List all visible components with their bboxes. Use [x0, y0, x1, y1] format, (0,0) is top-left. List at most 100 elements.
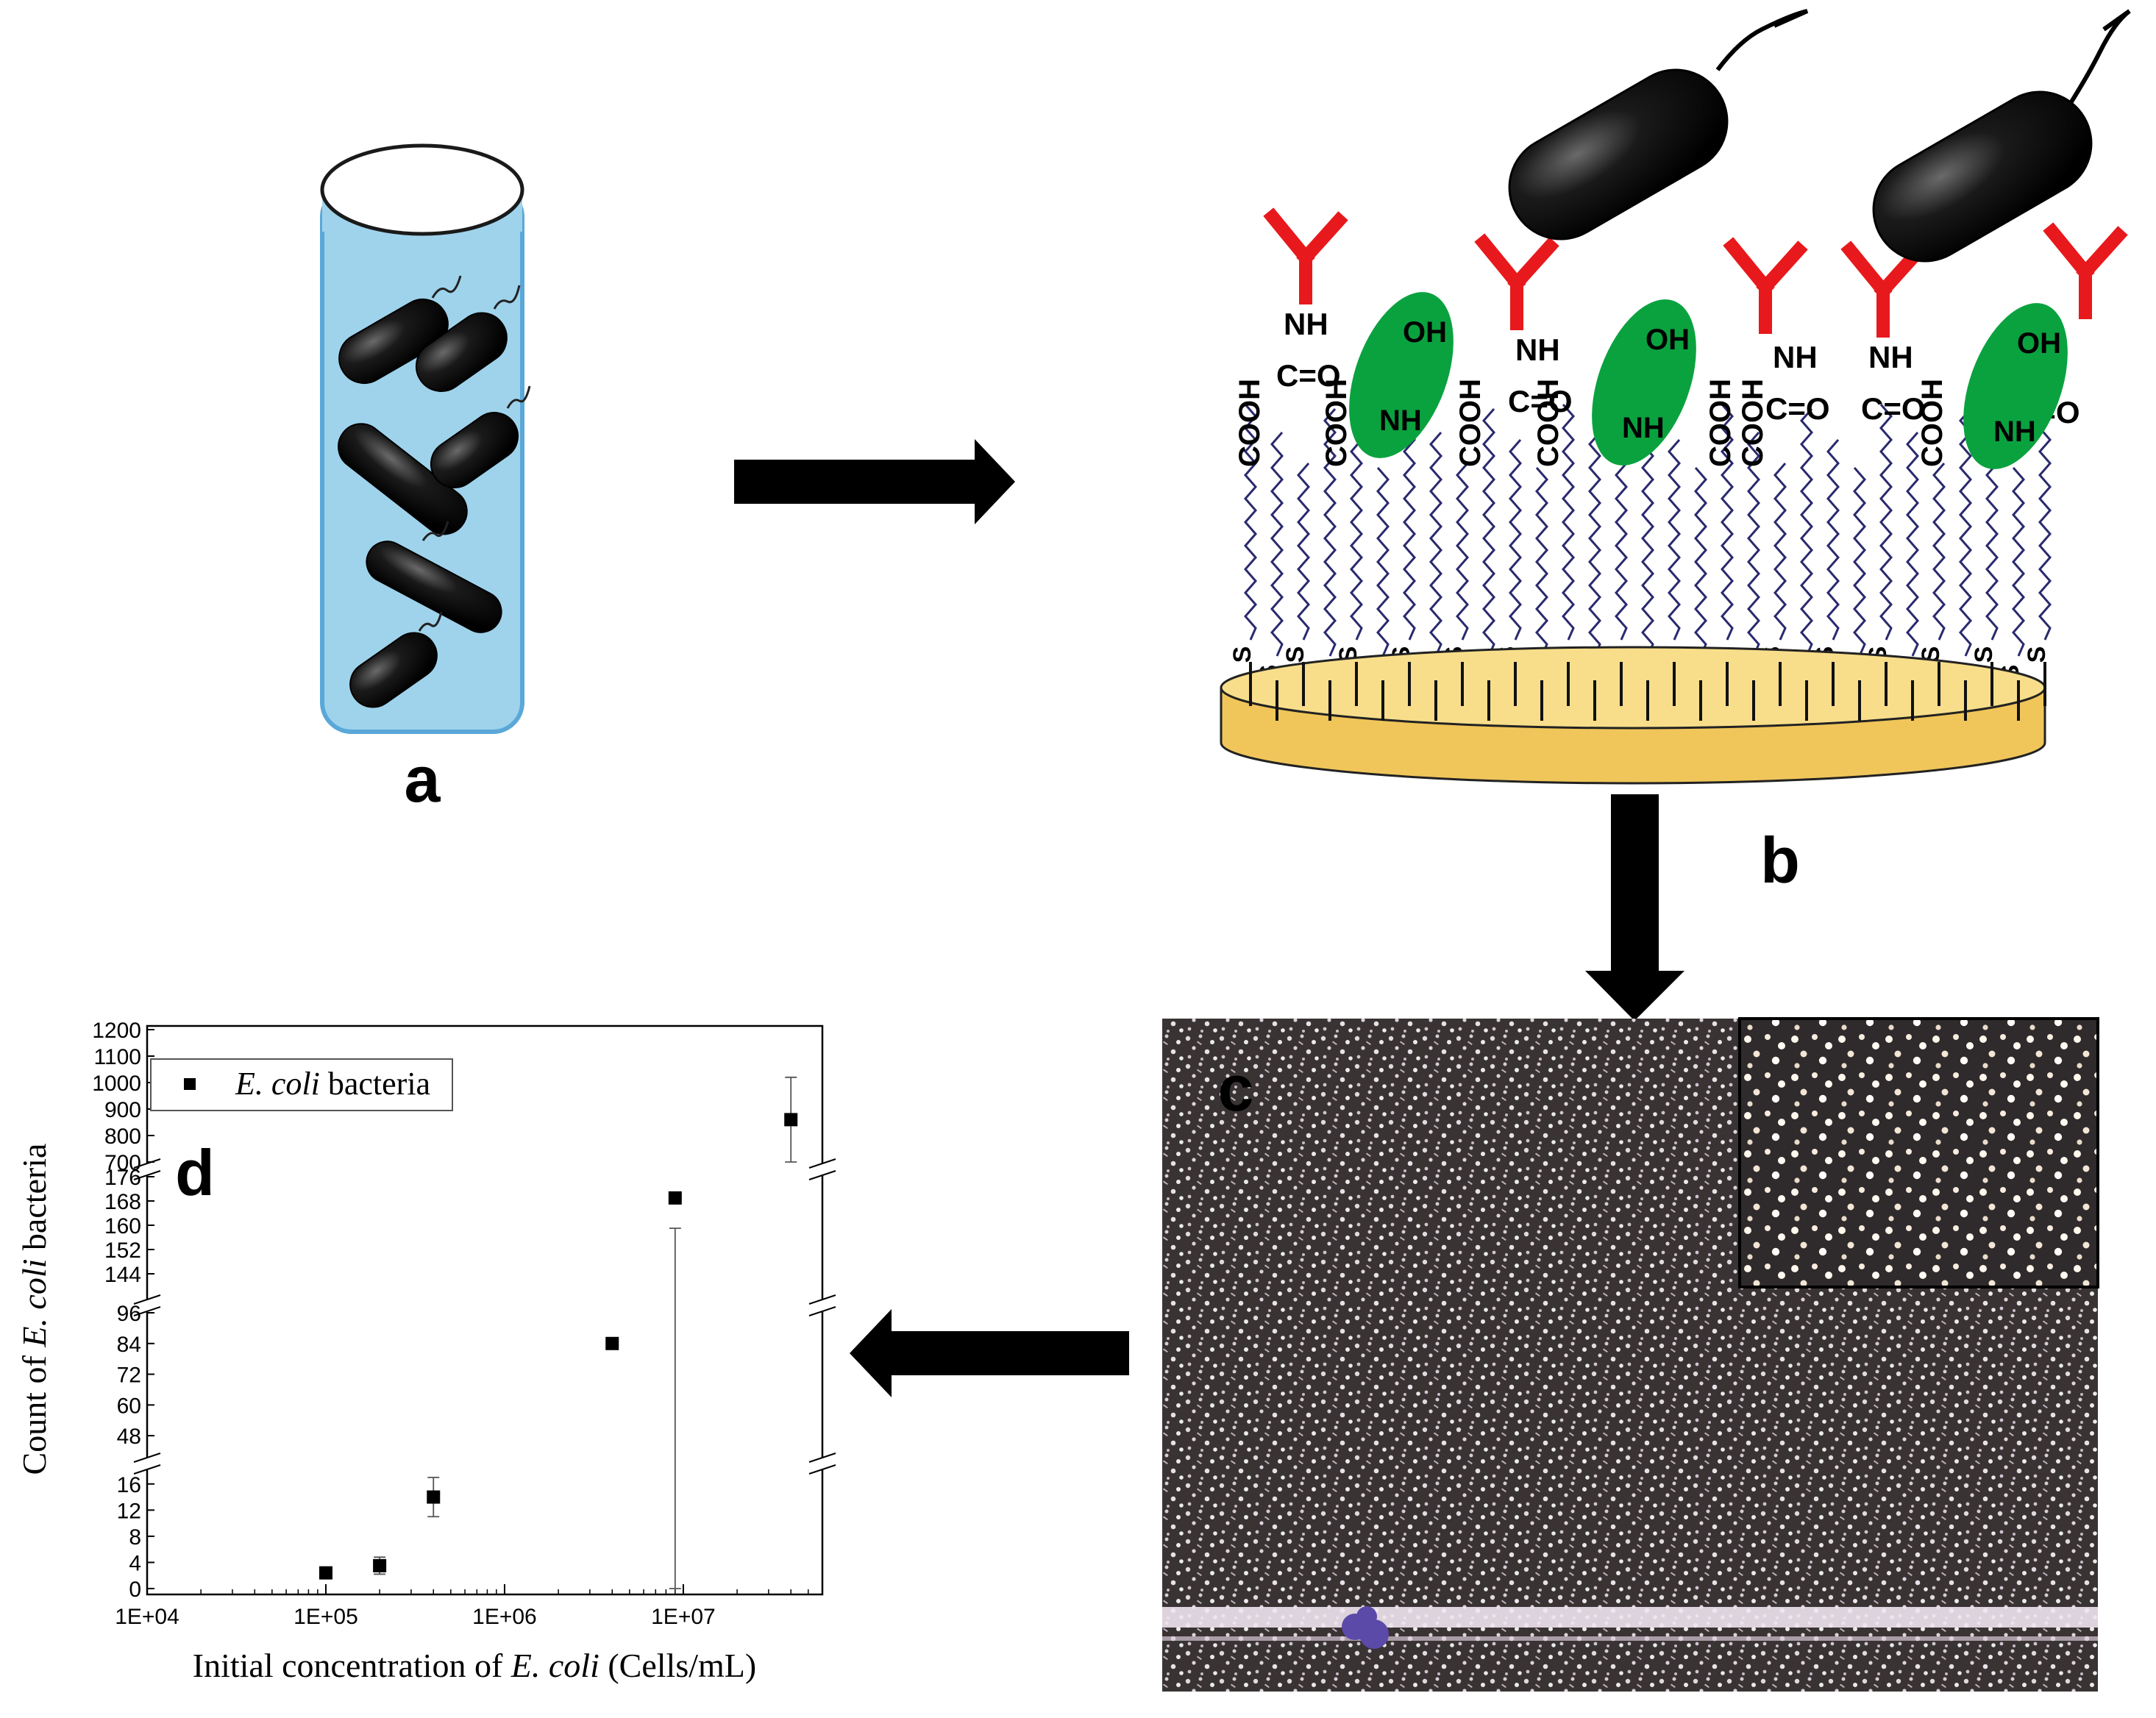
alkyl-chain: [1694, 467, 1707, 657]
y-tick-label: 72: [117, 1364, 141, 1388]
break-mark: [133, 1170, 161, 1180]
carbonyl-label: C=O: [1861, 391, 1926, 426]
y-tick-label: 48: [117, 1425, 141, 1449]
alkyl-chain: [1270, 432, 1284, 657]
micrograph-inset: [1738, 1017, 2099, 1288]
x-tick-label: 1E+07: [651, 1605, 716, 1629]
y-axis-ticks: 0481216486072849614415216016817670080090…: [92, 1019, 154, 1602]
cooh-label: COOH: [1320, 379, 1353, 467]
oh-label: OH: [2017, 327, 2061, 360]
label-d: d: [175, 1136, 215, 1209]
alkyl-chain: [2012, 467, 2025, 657]
alkyl-chain: [1985, 439, 1999, 641]
sulfur-label: S: [1281, 646, 1309, 663]
alkyl-chain: [1721, 404, 1734, 641]
alkyl-chain: [1403, 404, 1416, 641]
break-mark: [133, 1294, 161, 1305]
legend-marker: [184, 1078, 196, 1090]
sulfur-label: S: [1228, 646, 1256, 663]
cooh-label: COOH: [1916, 379, 1949, 467]
cooh-label: COOH: [1704, 379, 1737, 467]
sulfur-label: S: [2023, 646, 2051, 663]
axis-breaks: [133, 1158, 836, 1475]
alkyl-chain: [1853, 467, 1866, 657]
y-tick-label: 1100: [93, 1045, 141, 1069]
antibody: [2043, 222, 2128, 319]
alkyl-chain: [1959, 408, 1972, 657]
alkyl-chain: [1826, 439, 1840, 641]
nh-label: NH: [1773, 340, 1818, 374]
alkyl-chain: [1376, 467, 1390, 657]
alkyl-chain: [1773, 463, 1787, 641]
break-mark: [808, 1464, 836, 1475]
debris-particle: [1342, 1606, 1389, 1649]
data-point: [373, 1558, 387, 1572]
plot-frame: [146, 1024, 824, 1596]
label-c: c: [1218, 1052, 1254, 1124]
nh-label: NH: [1515, 332, 1560, 367]
y-tick-label: 160: [104, 1214, 141, 1238]
oh-label: OH: [1646, 324, 1690, 356]
alkyl-chain: [1509, 439, 1522, 641]
label-a: a: [405, 743, 441, 816]
break-mark: [808, 1170, 836, 1180]
y-tick-label: 84: [117, 1333, 141, 1357]
cooh-label: COOH: [1454, 379, 1487, 467]
nh-label: NH: [1993, 416, 2036, 448]
panel-d-chart: 0481216486072849614415216016817670080090…: [15, 1019, 836, 1684]
data-point: [319, 1566, 332, 1580]
x-axis-ticks: 1E+04 1E+05 1E+06 1E+07: [115, 1584, 823, 1629]
thiol-anchors: [1249, 662, 2046, 721]
break-gap: [809, 1458, 836, 1469]
break-gap: [809, 1300, 836, 1311]
sulfur-label: S: [1970, 646, 1998, 663]
y-tick-label: 152: [104, 1238, 141, 1263]
nh-label: NH: [1622, 412, 1665, 444]
break-mark: [133, 1464, 161, 1475]
alkyl-chain: [1879, 404, 1893, 641]
alkyl-chain: [1535, 467, 1548, 657]
alkyl-chain: [1906, 432, 1919, 657]
antibody-icons: [1263, 207, 2128, 338]
cooh-label: COOH: [1532, 379, 1565, 467]
break-mark: [133, 1306, 161, 1316]
alkyl-chain: [1323, 408, 1337, 657]
tube-opening: [320, 143, 524, 236]
alkyl-chain: [1244, 404, 1257, 641]
bacteria-in-tube: [338, 299, 519, 708]
y-tick-label: 176: [104, 1166, 141, 1190]
y-tick-label: 0: [129, 1578, 141, 1602]
ethanolamine-oval: [1963, 303, 2068, 469]
y-tick-label: 1200: [92, 1019, 141, 1043]
x-tick-label: 1E+06: [472, 1605, 537, 1629]
ethanolamine-oval: [1592, 299, 1696, 466]
bacterium-bound-2: [1872, 9, 2131, 263]
y-tick-label: 144: [104, 1263, 141, 1287]
break-mark: [133, 1453, 161, 1463]
y-tick-label: 4: [129, 1551, 141, 1575]
gold-electrode: [1220, 646, 2046, 785]
antibody: [1474, 233, 1559, 330]
x-tick-label: 1E+04: [115, 1605, 179, 1629]
panel-b-surface: SSSSSSSSSSSSSSSSSSSSSSSSSSSSSSS COOHCOOH…: [1220, 9, 2131, 785]
alkyl-chain: [1932, 463, 1946, 641]
antibody: [1723, 237, 1808, 334]
y-tick-label: 700: [104, 1151, 141, 1175]
alkyl-chain: [1747, 432, 1760, 657]
y-tick-label: 900: [104, 1098, 141, 1122]
alkyl-chain: [1350, 439, 1363, 641]
data-point: [784, 1113, 798, 1127]
alkyl-chain: [1668, 439, 1681, 641]
data-point: [668, 1191, 682, 1205]
y-tick-label: 168: [104, 1190, 141, 1214]
break-mark: [808, 1453, 836, 1463]
alkyl-chain: [1800, 408, 1813, 657]
alkyl-chain: [1456, 463, 1469, 641]
break-mark: [808, 1306, 836, 1316]
carbonyl-label: C=O: [1765, 391, 1830, 426]
scratch-line: [1162, 1607, 2098, 1628]
antibody: [1840, 240, 1926, 338]
x-tick-label: 1E+05: [293, 1605, 358, 1629]
